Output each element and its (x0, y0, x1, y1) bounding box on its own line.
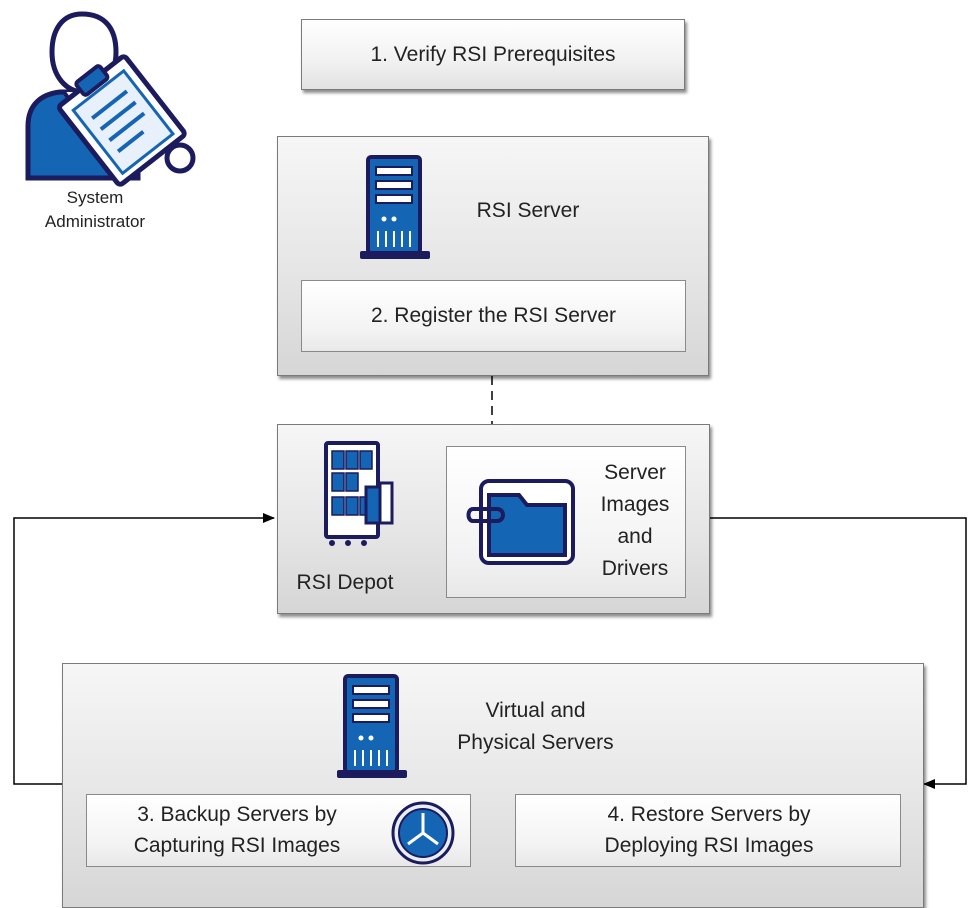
step2-label: 2. Register the RSI Server (370, 304, 617, 327)
step4-label-line2: Deploying RSI Images (604, 834, 814, 857)
step3-backup-servers: 3. Backup Servers by Capturing RSI Image… (86, 794, 471, 867)
images-line2: Images (600, 493, 670, 516)
actor-label-line1: System (66, 188, 124, 207)
step2-register-server: 2. Register the RSI Server (301, 280, 686, 352)
step1-verify-prerequisites: 1. Verify RSI Prerequisites (301, 19, 685, 90)
step4-label-line1: 4. Restore Servers by (607, 803, 811, 826)
step1-label: 1. Verify RSI Prerequisites (370, 43, 616, 66)
servers-label-line2: Physical Servers (457, 731, 614, 754)
step3-label-line2: Capturing RSI Images (133, 834, 341, 857)
images-line4: Drivers (601, 557, 669, 580)
servers-panel: Virtual and Physical Servers 3. Backup S… (62, 663, 924, 908)
rsi-server-panel: RSI Server 2. Register the RSI Server (277, 136, 709, 376)
server-tower-icon (360, 155, 430, 259)
images-line3: and (617, 525, 653, 548)
rsi-depot-label: RSI Depot (296, 571, 394, 594)
step3-label-line1: 3. Backup Servers by (137, 803, 337, 826)
step4-restore-servers: 4. Restore Servers by Deploying RSI Imag… (515, 794, 901, 867)
rsi-depot-panel: RSI Depot Server Images and Drivers (277, 424, 710, 614)
images-line1: Server (604, 461, 666, 484)
depot-storage-icon (324, 441, 394, 546)
rsi-server-label: RSI Server (476, 199, 580, 222)
actor: System Administrator (20, 8, 210, 238)
server-tower-icon (337, 674, 407, 778)
servers-label-line1: Virtual and (485, 699, 586, 722)
clock-icon (391, 801, 455, 865)
admin-clipboard-icon (25, 11, 196, 187)
folder-icon (466, 479, 575, 565)
deploy-arrow (710, 517, 967, 789)
server-images-box: Server Images and Drivers (446, 446, 686, 598)
capture-arrow (13, 513, 275, 785)
actor-label-line2: Administrator (44, 212, 146, 231)
